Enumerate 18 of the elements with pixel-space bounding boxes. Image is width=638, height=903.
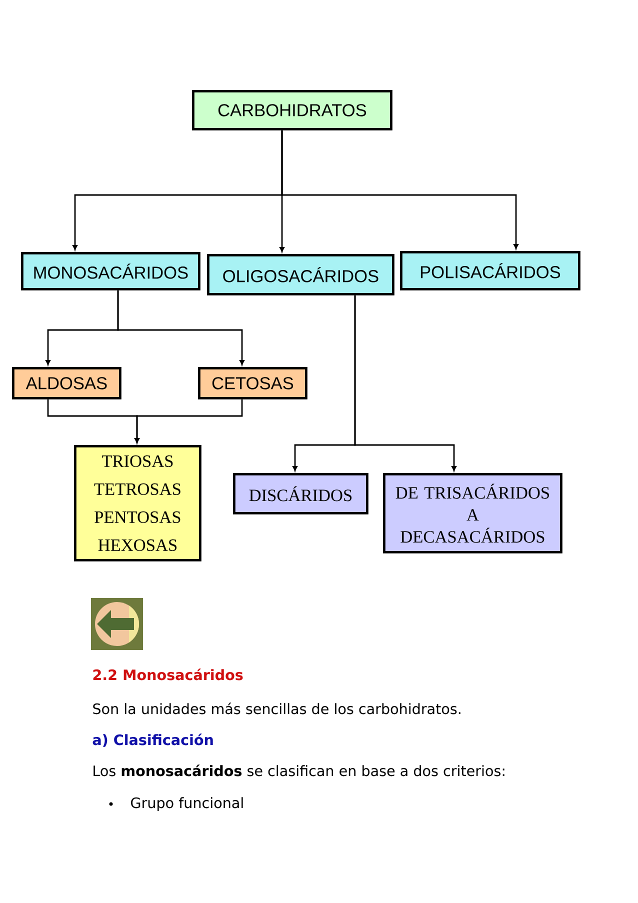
category-box: CETOSAS xyxy=(198,367,308,400)
connector-arrow xyxy=(117,290,244,366)
paragraph-text: Los monosacáridos se clasifican en base a dos criterios: xyxy=(94,764,504,776)
category-box: DE TRISACÁRIDOS A DECASACÁRIDOS xyxy=(383,473,562,554)
section-heading: 2.2 Monosacáridos xyxy=(93,668,243,680)
connector-arrow xyxy=(281,130,518,250)
connector-arrow xyxy=(134,399,243,444)
list-item-text: Grupo funcional xyxy=(131,797,243,811)
category-box: CARBOHIDRATOS xyxy=(192,90,392,130)
connector-arrow xyxy=(354,295,456,472)
paragraph-text: Son la unidades más sencillas de los carbohidratos. xyxy=(93,702,460,714)
category-box: TRIOSAS TETROSAS PENTOSAS HEXOSAS xyxy=(74,445,202,562)
category-box: MONOSACÁRIDOS xyxy=(21,252,200,290)
category-box: DISCÁRIDOS xyxy=(233,473,368,514)
subsection-heading: a) Clasificación xyxy=(92,734,213,747)
category-box: POLISACÁRIDOS xyxy=(400,251,580,290)
category-box: OLIGOSACÁRIDOS xyxy=(207,254,394,296)
category-box: ALDOSAS xyxy=(12,367,122,400)
